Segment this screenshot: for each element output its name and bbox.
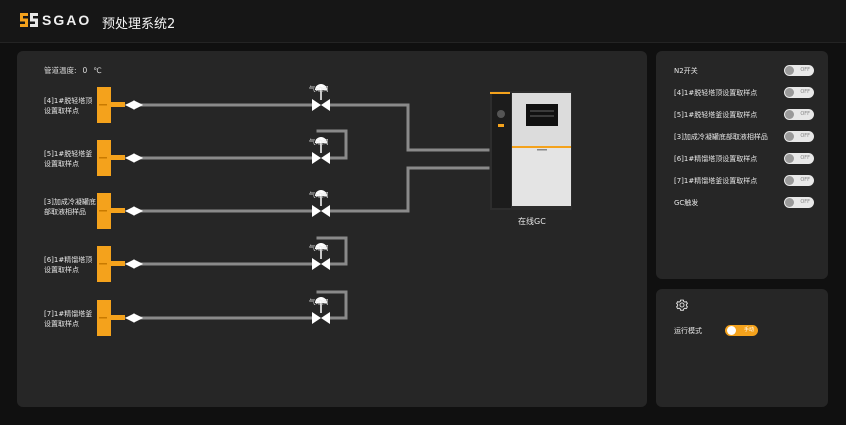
switch-label: [4]1#脱轻塔顶设置取样点: [674, 89, 758, 97]
run-mode-value: 手动: [743, 327, 754, 333]
logo-text: SGAO: [42, 12, 92, 28]
switch-label: [3]加成冷凝罐底部取液相样品: [674, 133, 768, 141]
sampling-point-label: [5]1#脱轻塔釜设置取样点: [44, 150, 93, 168]
toggle-state: OFF: [800, 111, 810, 117]
pipe-temperature-label: 管道温度:: [44, 66, 77, 75]
switch-row-gc-trigger: GC触发 OFF: [674, 197, 820, 209]
valve-label: 气动阀: [309, 298, 329, 306]
point-7-toggle[interactable]: OFF: [784, 175, 814, 186]
toggle-state: OFF: [800, 89, 810, 95]
point-4-toggle[interactable]: OFF: [784, 87, 814, 98]
point-6-toggle[interactable]: OFF: [784, 153, 814, 164]
valve-label: 气动阀: [309, 85, 329, 93]
switch-label: GC触发: [674, 199, 699, 207]
toggle-state: OFF: [800, 177, 810, 183]
switch-row-point-6: [6]1#精馏塔顶设置取样点 OFF: [674, 153, 820, 165]
sampling-point-label: [4]1#脱轻塔顶设置取样点: [44, 97, 93, 115]
point-3-toggle[interactable]: OFF: [784, 131, 814, 142]
switch-label: N2开关: [674, 67, 698, 75]
toggle-knob: [785, 132, 794, 141]
toggle-knob: [785, 176, 794, 185]
gc-label: 在线GC: [518, 217, 546, 226]
toggle-knob: [785, 198, 794, 207]
pipe-temperature: 管道温度: 0 ℃: [44, 65, 108, 76]
sampling-point-label: [3]加成冷凝罐底部取液相样品: [44, 198, 96, 216]
toggle-knob: [785, 88, 794, 97]
n2-toggle[interactable]: OFF: [784, 65, 814, 76]
toggle-knob: [727, 326, 736, 335]
page-title: 预处理系统2: [102, 17, 176, 32]
valve-label: 气动阀: [309, 244, 329, 252]
switch-row-point-5: [5]1#脱轻塔釜设置取样点 OFF: [674, 109, 820, 121]
switch-label: [6]1#精馏塔顶设置取样点: [674, 155, 758, 163]
pipe-temperature-value: 0: [82, 66, 88, 75]
valve-label: 气动阀: [309, 138, 329, 146]
pipe-temperature-unit: ℃: [93, 66, 102, 75]
sampling-point-label: [7]1#精馏塔釜设置取样点: [44, 310, 93, 328]
process-diagram-panel: [17, 51, 647, 407]
switch-row-point-3: [3]加成冷凝罐底部取液相样品 OFF: [674, 131, 820, 143]
switch-row-point-4: [4]1#脱轻塔顶设置取样点 OFF: [674, 87, 820, 99]
toggle-knob: [785, 66, 794, 75]
toggle-state: OFF: [800, 155, 810, 161]
valve-label: 气动阀: [309, 191, 329, 199]
logo: SGAO: [20, 12, 91, 28]
toggle-knob: [785, 154, 794, 163]
switch-row-point-7: [7]1#精馏塔釜设置取样点 OFF: [674, 175, 820, 187]
gc-trigger-toggle[interactable]: OFF: [784, 197, 814, 208]
gear-icon[interactable]: [675, 298, 689, 312]
top-bar: SGAO 预处理系统2: [0, 0, 846, 43]
switch-panel: [656, 51, 828, 279]
toggle-state: OFF: [800, 199, 810, 205]
toggle-state: OFF: [800, 133, 810, 139]
switch-label: [5]1#脱轻塔釜设置取样点: [674, 111, 758, 119]
run-mode-label: 运行模式: [674, 327, 702, 335]
toggle-knob: [785, 110, 794, 119]
sampling-point-label: [6]1#精馏塔顶设置取样点: [44, 256, 93, 274]
switch-label: [7]1#精馏塔釜设置取样点: [674, 177, 758, 185]
logo-mark-icon: [20, 13, 38, 27]
toggle-state: OFF: [800, 67, 810, 73]
run-mode-toggle[interactable]: 手动: [725, 325, 758, 336]
point-5-toggle[interactable]: OFF: [784, 109, 814, 120]
switch-row-n2: N2开关 OFF: [674, 65, 820, 77]
